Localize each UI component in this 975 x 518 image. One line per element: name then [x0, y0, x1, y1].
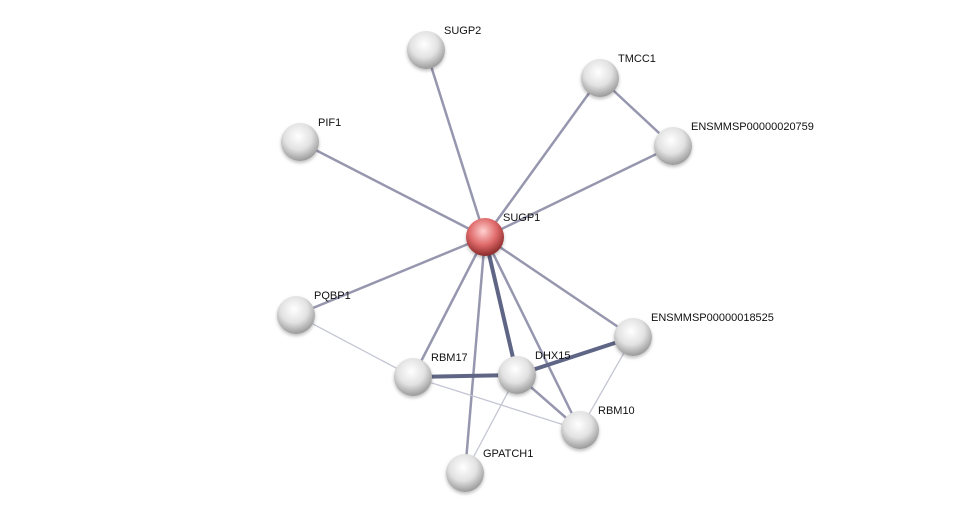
- node-gpatch1[interactable]: GPATCH1: [446, 448, 533, 492]
- node-rbm17[interactable]: RBM17: [394, 352, 468, 396]
- edge-sugp1-sugp2[interactable]: [424, 49, 487, 238]
- node-sugp2[interactable]: SUGP2: [407, 25, 481, 69]
- node-label: SUGP1: [503, 212, 540, 224]
- edge-dhx15-ensmmsp00000018525[interactable]: [516, 335, 634, 377]
- edge-sugp1-dhx15[interactable]: [483, 236, 519, 376]
- node-label: PIF1: [318, 117, 341, 129]
- edge-sugp1-rbm10[interactable]: [483, 236, 582, 431]
- query-protein-sphere[interactable]: [466, 218, 504, 256]
- node-label: PQBP1: [314, 290, 351, 302]
- node-label: DHX15: [535, 350, 570, 362]
- node-label: RBM17: [431, 352, 468, 364]
- node-label: RBM10: [598, 405, 635, 417]
- node-pif1[interactable]: PIF1: [281, 117, 341, 161]
- node-label: GPATCH1: [483, 448, 533, 460]
- node-dhx15[interactable]: DHX15: [498, 350, 570, 394]
- node-ensmmsp00000020759[interactable]: ENSMMSP00000020759: [654, 121, 814, 165]
- protein-sphere[interactable]: [614, 318, 652, 356]
- protein-sphere[interactable]: [394, 358, 432, 396]
- node-pqbp1[interactable]: PQBP1: [277, 290, 351, 334]
- node-sugp1[interactable]: SUGP1: [466, 212, 540, 256]
- edge-sugp1-rbm17[interactable]: [411, 236, 487, 378]
- node-label: ENSMMSP00000020759: [691, 121, 814, 133]
- edge-sugp1-gpatch1[interactable]: [463, 236, 487, 474]
- protein-sphere[interactable]: [561, 411, 599, 449]
- edge-sugp1-pqbp1[interactable]: [295, 235, 486, 317]
- node-label: TMCC1: [618, 53, 656, 65]
- protein-sphere[interactable]: [446, 454, 484, 492]
- protein-sphere[interactable]: [581, 59, 619, 97]
- edge-sugp1-ensmmsp00000020759[interactable]: [484, 144, 674, 239]
- node-label: ENSMMSP00000018525: [651, 312, 774, 324]
- node-label: SUGP2: [444, 25, 481, 37]
- protein-sphere[interactable]: [654, 127, 692, 165]
- protein-sphere[interactable]: [498, 356, 536, 394]
- edge-sugp1-tmcc1[interactable]: [483, 77, 602, 238]
- edge-pqbp1-rbm17[interactable]: [295, 314, 414, 378]
- edge-rbm17-rbm10[interactable]: [412, 376, 581, 431]
- edge-sugp1-ensmmsp00000018525[interactable]: [484, 235, 634, 339]
- node-rbm10[interactable]: RBM10: [561, 405, 635, 449]
- protein-sphere[interactable]: [277, 296, 315, 334]
- node-ensmmsp00000018525[interactable]: ENSMMSP00000018525: [614, 312, 774, 356]
- node-tmcc1[interactable]: TMCC1: [581, 53, 656, 97]
- protein-sphere[interactable]: [407, 31, 445, 69]
- edge-sugp1-pif1[interactable]: [299, 140, 486, 239]
- protein-sphere[interactable]: [281, 123, 319, 161]
